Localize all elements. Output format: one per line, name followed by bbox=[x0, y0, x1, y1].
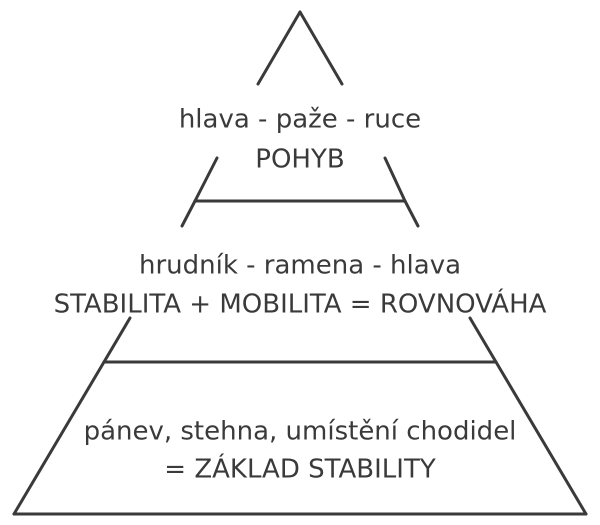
middle-left-edge bbox=[102, 316, 132, 364]
upper-right-edge bbox=[383, 156, 407, 203]
bottom-level-title: = ZÁKLAD STABILITY bbox=[164, 453, 436, 485]
middle-level-title: STABILITA + MOBILITA = ROVNOVÁHA bbox=[54, 288, 547, 320]
base-left-edge bbox=[12, 360, 106, 516]
upper-left-edge bbox=[193, 156, 219, 203]
top-level-parts: hlava - paže - ruce bbox=[179, 105, 421, 135]
base-right-edge bbox=[494, 360, 588, 516]
bottom-level-parts: pánev, stehna, umístění chodidel bbox=[84, 417, 517, 447]
middle-level-parts: hrudník - ramena - hlava bbox=[139, 251, 461, 281]
middle-right-edge bbox=[468, 316, 498, 364]
apex-left-edge bbox=[256, 10, 302, 86]
upper-right-edge-lower bbox=[403, 199, 420, 228]
upper-left-edge-lower bbox=[180, 199, 197, 228]
apex-right-edge bbox=[298, 10, 344, 86]
top-level-title: POHYB bbox=[255, 145, 344, 175]
